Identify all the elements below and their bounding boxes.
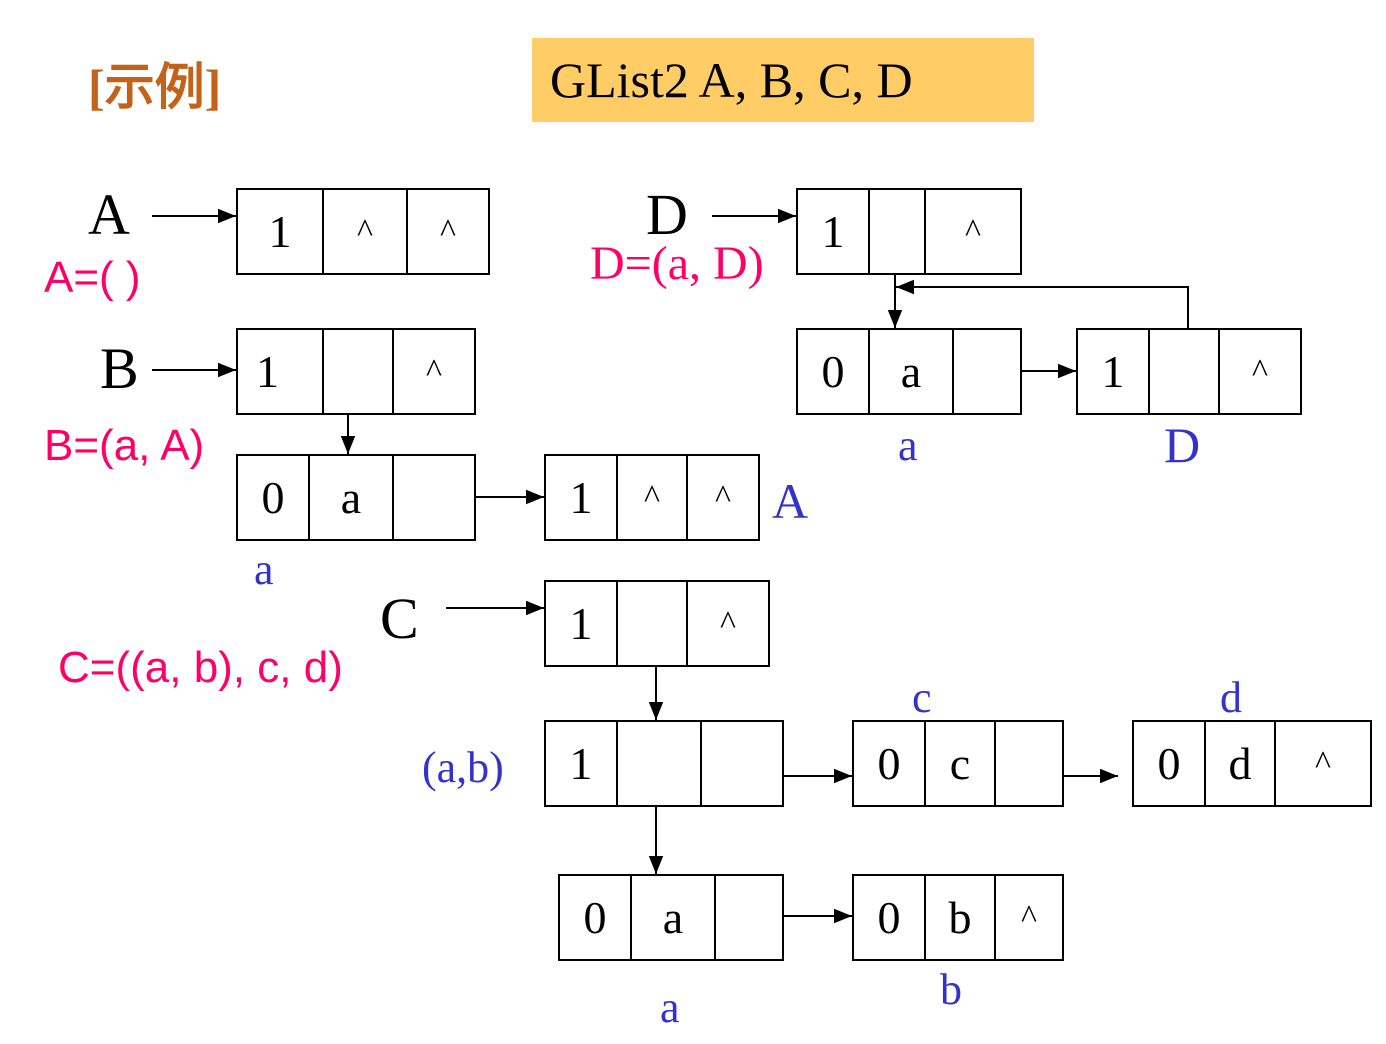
node-B-head: 1 ^ — [236, 328, 476, 415]
node-D-head: 1 ^ — [796, 188, 1022, 275]
node-cell: a — [630, 876, 714, 959]
node-cell: d — [1204, 722, 1274, 805]
node-cell: b — [924, 876, 994, 959]
node-cell — [994, 722, 1062, 805]
list-name-C: C — [380, 586, 419, 651]
node-cell: c — [924, 722, 994, 805]
caption-B-a: a — [254, 545, 274, 594]
node-C-head: 1 ^ — [544, 580, 770, 667]
node-cell: 0 — [261, 472, 285, 523]
node-cell: ^ — [322, 190, 406, 273]
node-cell: 1 — [569, 598, 593, 649]
caption-C-c: c — [912, 673, 932, 722]
caption-B-A: A — [772, 473, 809, 529]
caption-C-d: d — [1220, 673, 1242, 722]
node-cell — [616, 722, 700, 805]
node-cell — [868, 190, 924, 273]
node-B-A: 1 ^ ^ — [544, 454, 760, 541]
caption-C-b: b — [940, 965, 962, 1014]
banner-title: GList2 A, B, C, D — [532, 38, 1034, 122]
node-cell — [392, 456, 474, 539]
node-cell: ^ — [686, 582, 768, 665]
node-cell: 0 — [583, 892, 607, 943]
node-C-b: 0 b ^ — [852, 874, 1064, 961]
node-cell — [714, 876, 782, 959]
node-cell: 0 — [877, 738, 901, 789]
list-name-B: B — [100, 336, 139, 401]
node-cell: a — [868, 330, 952, 413]
node-cell — [952, 330, 1020, 413]
caption-C-ab: (a,b) — [422, 743, 504, 792]
node-C-c: 0 c — [852, 720, 1064, 807]
caption-C-a: a — [660, 983, 680, 1032]
node-cell: 1 — [821, 206, 845, 257]
list-name-A: A — [88, 182, 130, 247]
node-cell: ^ — [686, 456, 758, 539]
node-cell: ^ — [1218, 330, 1300, 413]
node-cell: 0 — [877, 892, 901, 943]
slide-title: [示例] — [88, 59, 222, 115]
definition-A: A=( ) — [44, 253, 141, 302]
node-cell: 1 — [569, 738, 593, 789]
node-cell: 1 — [256, 346, 279, 397]
definition-C: C=((a, b), c, d) — [58, 643, 343, 692]
node-cell: ^ — [392, 330, 474, 413]
node-cell: a — [308, 456, 392, 539]
node-D-a: 0 a — [796, 328, 1022, 415]
caption-D-a: a — [898, 421, 918, 470]
node-cell — [322, 330, 392, 413]
list-name-D: D — [646, 182, 688, 247]
node-cell — [1148, 330, 1218, 413]
node-cell: 0 — [821, 346, 845, 397]
node-D-recursive: 1 ^ — [1076, 328, 1302, 415]
node-C-d: 0 d ^ — [1132, 720, 1372, 807]
node-A-head: 1 ^ ^ — [236, 188, 490, 275]
node-cell — [616, 582, 686, 665]
node-B-a: 0 a — [236, 454, 476, 541]
node-cell: ^ — [1274, 722, 1370, 805]
node-cell — [700, 722, 782, 805]
node-cell: ^ — [924, 190, 1020, 273]
node-cell: ^ — [406, 190, 488, 273]
node-C-a: 0 a — [558, 874, 784, 961]
node-cell: 1 — [268, 206, 292, 257]
node-cell: 0 — [1157, 738, 1181, 789]
definition-D: D=(a, D) — [590, 237, 764, 290]
node-cell: ^ — [616, 456, 686, 539]
caption-D-D: D — [1164, 417, 1201, 473]
node-cell: ^ — [994, 876, 1062, 959]
node-C-ab: 1 — [544, 720, 784, 807]
node-cell: 1 — [1101, 346, 1125, 397]
definition-B: B=(a, A) — [44, 421, 205, 470]
node-cell: 1 — [569, 472, 593, 523]
